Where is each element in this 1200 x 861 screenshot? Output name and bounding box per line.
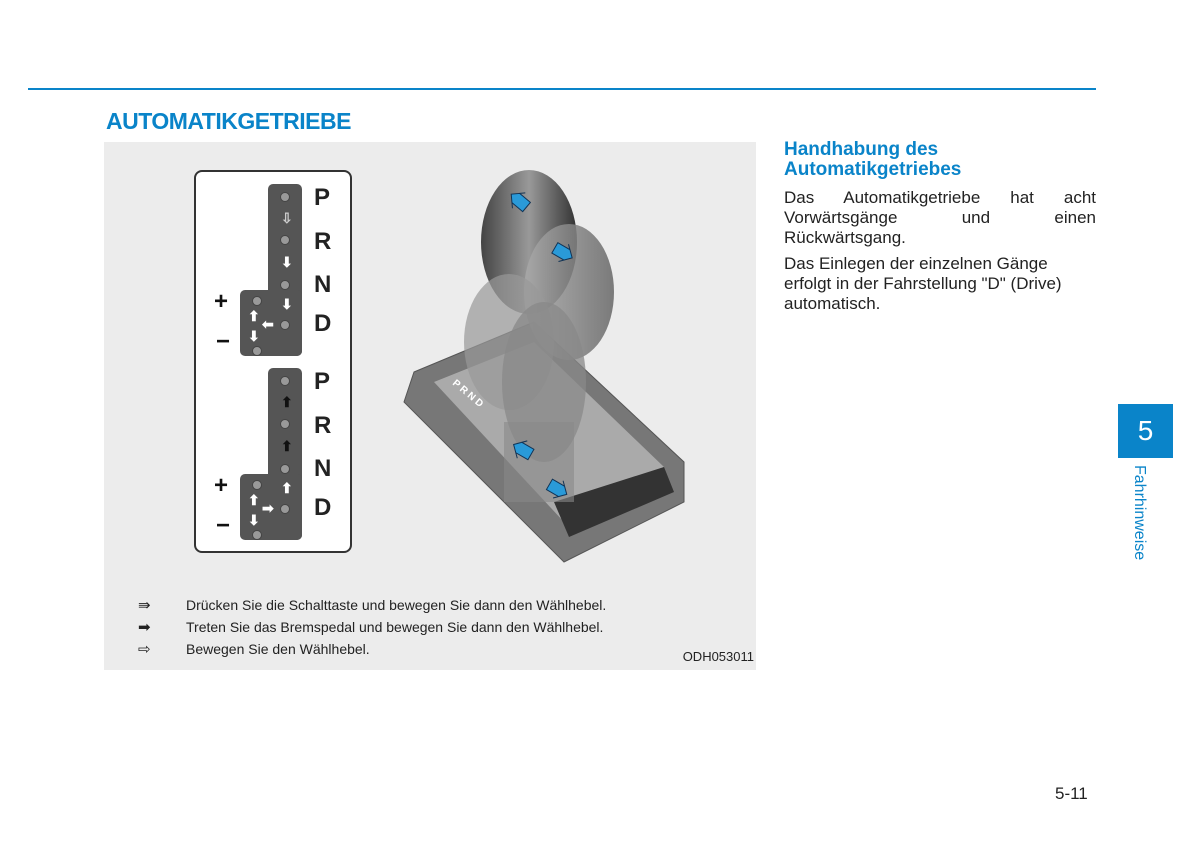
legend-text: Treten Sie das Bremspedal und bewegen Si…: [186, 619, 604, 635]
right-arrow-icon: ➡: [262, 500, 274, 516]
up-arrow-icon: ⬆: [281, 480, 293, 496]
solid-arrow-icon: ➡: [138, 619, 151, 636]
minus-label: −: [216, 512, 231, 539]
up-arrow-icon: ⬆: [248, 308, 260, 324]
legend-item: ⇛ Drücken Sie die Schalttaste und bewegen…: [138, 596, 606, 614]
down-arrow-icon: ⬇: [281, 296, 293, 312]
down-right-arrow-icon: [551, 241, 573, 263]
chapter-tab: 5: [1118, 404, 1173, 458]
gate-lower-manual: [240, 474, 302, 540]
gear-label-p: P: [314, 184, 331, 211]
gear-label-p: P: [314, 368, 331, 395]
shift-pattern-diagram: ⇩ ⬇ ⬇ ⬅ ⬆ ⬇ P R N D + − ⬆ ⬆ ⬆ ➡ ⬆ ⬇ P R …: [194, 170, 352, 553]
gear-label-d: D: [314, 494, 332, 521]
down-arrow-icon: ⬇: [281, 254, 293, 270]
gear-dot: [252, 480, 262, 490]
gear-dot: [280, 280, 290, 290]
figure-code: ODH053011: [682, 649, 754, 664]
section-title: AUTOMATIKGETRIEBE: [106, 108, 351, 134]
gear-shift-figure: ⇩ ⬇ ⬇ ⬅ ⬆ ⬇ P R N D + − ⬆ ⬆ ⬆ ➡ ⬆ ⬇ P R …: [104, 142, 756, 670]
gear-dot: [280, 376, 290, 386]
gear-dot: [280, 504, 290, 514]
hatched-arrow-icon: ⇛: [138, 597, 151, 614]
left-arrow-icon: ⬅: [262, 316, 274, 332]
hatched-arrow-icon: ⇩: [281, 210, 293, 226]
chapter-label: Fahrhinweise: [1131, 465, 1148, 561]
gear-label-r: R: [314, 228, 332, 255]
gear-dot: [280, 320, 290, 330]
gear-label-n: N: [314, 271, 332, 298]
gear-lever-illustration: P R N D: [403, 170, 685, 563]
legend-item: ⇨ Bewegen Sie den Wählhebel.: [138, 640, 370, 658]
gear-dot: [280, 464, 290, 474]
outline-arrow-icon: ⇨: [138, 641, 151, 658]
up-left-arrow-icon: [510, 192, 532, 213]
legend-text: Bewegen Sie den Wählhebel.: [186, 641, 370, 657]
gate-upper-manual: [240, 290, 302, 356]
content-heading: Handhabung des Automatikgetriebes: [784, 139, 962, 180]
content-column: Handhabung des Automatikgetriebes Das Au…: [784, 140, 1096, 320]
gear-dot: [252, 346, 262, 356]
gear-label-r: R: [314, 412, 332, 439]
down-arrow-icon: ⬇: [248, 328, 260, 344]
down-right-arrow-icon: [545, 478, 568, 499]
legend-item: ➡ Treten Sie das Bremspedal und bewegen S…: [138, 618, 603, 636]
gear-label-d: D: [314, 310, 332, 337]
gear-dot: [280, 235, 290, 245]
gear-dot: [280, 192, 290, 202]
paragraph: Das Automatikgetriebe hat acht Vorwärtsg…: [784, 188, 1096, 247]
plus-label: +: [214, 472, 229, 499]
gear-label-n: N: [314, 455, 332, 482]
up-arrow-icon: ⬆: [281, 394, 293, 410]
gear-dot: [280, 419, 290, 429]
console-buttons: [554, 467, 674, 537]
up-arrow-icon: ⬆: [248, 492, 260, 508]
minus-label: −: [216, 328, 231, 355]
gear-dot: [252, 296, 262, 306]
legend-text: Drücken Sie die Schalttaste und bewegen …: [186, 597, 607, 613]
header-rule: [28, 88, 1096, 90]
gear-dot: [252, 530, 262, 540]
paragraph: Das Einlegen der einzelnen Gänge erfolgt…: [784, 254, 1062, 313]
up-left-arrow-icon: [512, 440, 535, 461]
plus-label: +: [214, 288, 229, 315]
up-arrow-icon: ⬆: [281, 438, 293, 454]
down-arrow-icon: ⬇: [248, 512, 260, 528]
page-number: 5-11: [1055, 784, 1088, 803]
